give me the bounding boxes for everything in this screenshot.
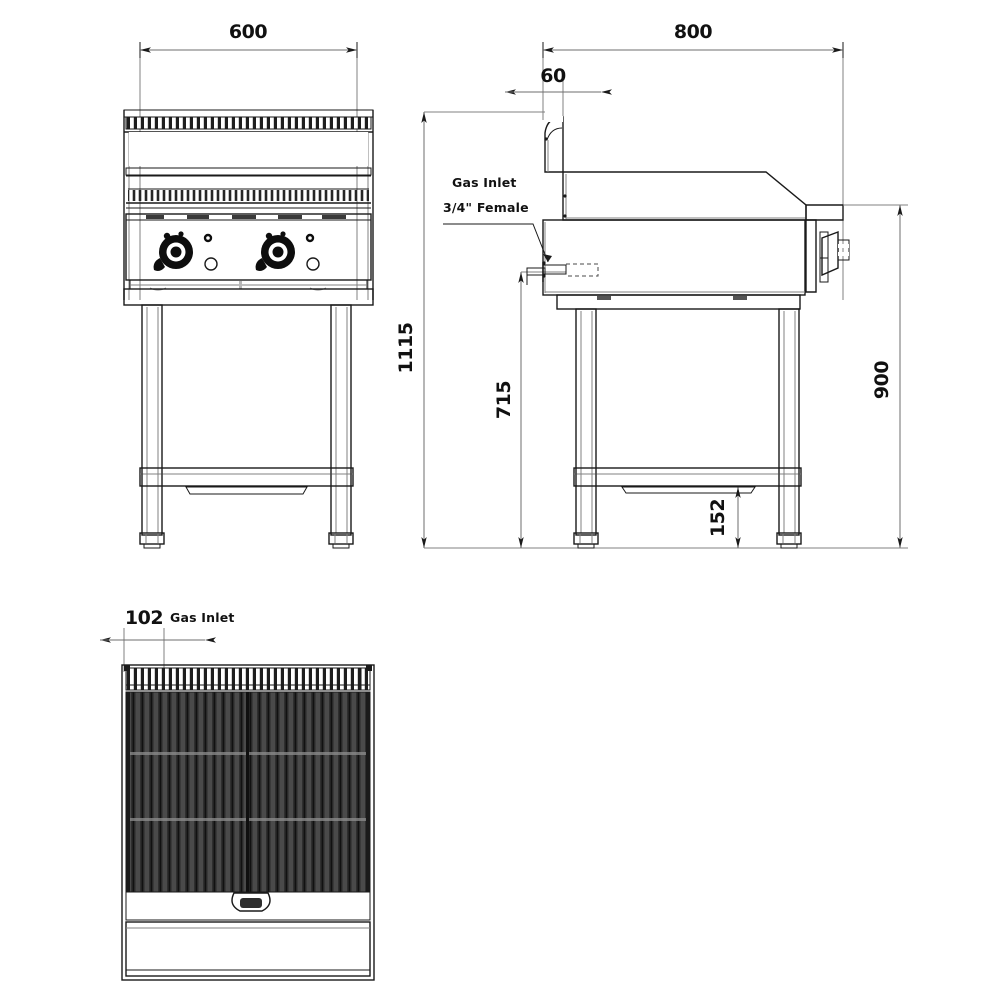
dim-152: 152	[707, 487, 741, 548]
side-gas-inlet-stub	[526, 261, 599, 285]
top-grate-field	[125, 691, 371, 893]
gas-inlet-leader-arrow	[543, 254, 552, 262]
side-rear-fitting	[805, 219, 850, 293]
front-panel-tabs	[146, 215, 346, 219]
side-shelf-lip	[621, 486, 756, 494]
dim-715-label: 715	[493, 381, 515, 419]
front-leg-left	[141, 304, 163, 536]
gas-inlet-leader-line	[443, 223, 549, 263]
dim-152-label: 152	[707, 499, 729, 537]
gas-inlet-note-line2: 3/4" Female	[443, 200, 529, 215]
front-control-knob-1[interactable]	[153, 231, 218, 271]
front-undershelf	[139, 467, 354, 487]
front-upper-vent-fins	[126, 117, 371, 129]
front-control-knob-2[interactable]	[255, 231, 320, 271]
front-indicator-light-1	[204, 257, 218, 271]
dim-1115-label: 1115	[395, 323, 417, 374]
dim-800-label: 800	[674, 21, 712, 43]
front-view: 600	[123, 21, 374, 549]
front-foot-right	[328, 532, 354, 549]
side-view: 800 60 1115 715 900	[395, 21, 908, 549]
dim-600-label: 600	[229, 21, 267, 43]
side-stand	[573, 308, 802, 549]
side-undershelf	[573, 467, 802, 487]
top-gas-inlet-label: Gas Inlet	[170, 610, 235, 625]
front-burner-fins	[128, 190, 369, 201]
side-foot-rear	[776, 532, 802, 549]
dim-800: 800	[542, 21, 844, 58]
front-stand	[139, 304, 354, 549]
side-foot-front	[573, 532, 599, 549]
front-foot-left	[139, 532, 165, 549]
top-body-outline	[121, 664, 375, 981]
dim-1115: 1115	[395, 111, 810, 549]
dim-102-label: 102	[125, 607, 163, 629]
front-base-rail	[123, 288, 374, 306]
side-leg-front	[575, 308, 597, 536]
top-rear-vent	[124, 665, 372, 691]
dim-715: 715	[493, 271, 566, 548]
dim-60-label: 60	[540, 65, 566, 87]
gas-inlet-note-line1: Gas Inlet	[452, 175, 517, 190]
side-gas-inlet-dashed	[566, 263, 599, 277]
front-indicator-light-2	[306, 257, 320, 271]
side-grill-body	[526, 116, 900, 310]
front-shelf-lip	[185, 486, 308, 495]
side-gas-connector	[821, 230, 839, 277]
dim-102: 102 Gas Inlet	[100, 607, 235, 643]
top-handle[interactable]	[231, 892, 271, 912]
front-grill-body	[123, 109, 374, 306]
front-leg-right	[330, 304, 352, 536]
top-front-fascia	[125, 891, 371, 921]
front-mid-rail	[125, 167, 372, 176]
side-leg-rear	[778, 308, 800, 536]
side-base-rail	[556, 294, 801, 310]
top-view: 102 Gas Inlet	[100, 607, 375, 981]
dim-600: 600	[139, 21, 358, 58]
dim-60: 60	[505, 65, 612, 120]
top-drip-drawer	[125, 921, 371, 977]
gas-inlet-note: Gas Inlet 3/4" Female	[443, 175, 552, 263]
dim-900-label: 900	[871, 361, 893, 399]
